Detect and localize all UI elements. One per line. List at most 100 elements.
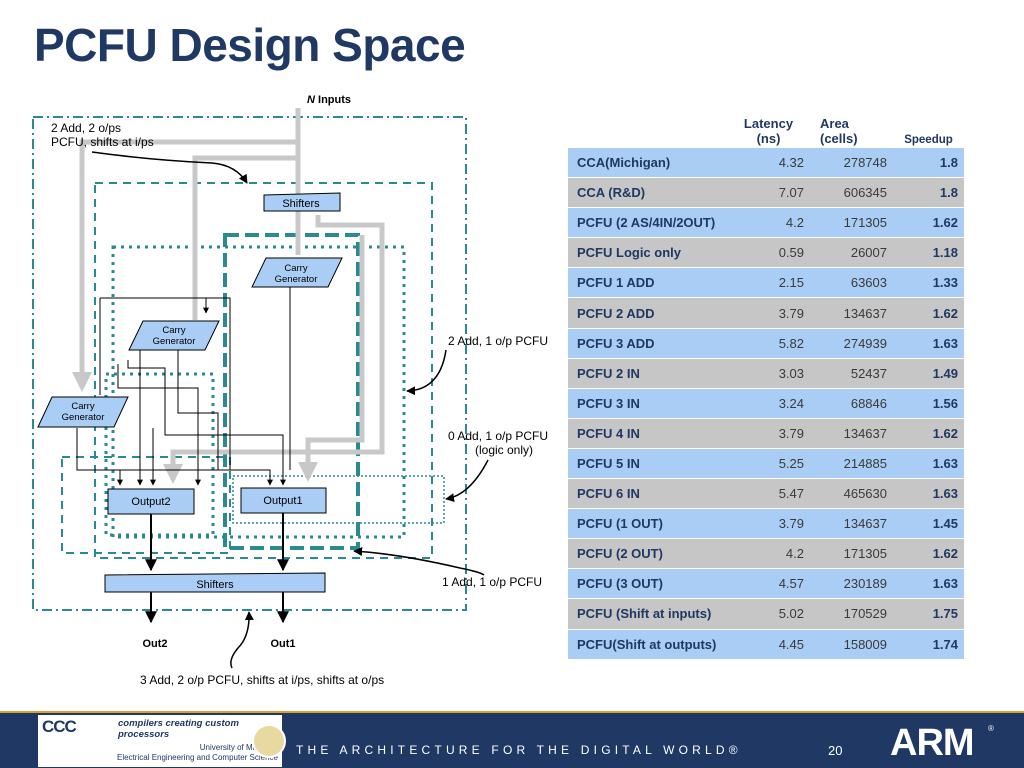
performance-table-wrap: Latency (ns) Area (cells) Speedup CCA(Mi… bbox=[568, 104, 964, 660]
svg-text:Carry: Carry bbox=[162, 325, 185, 336]
inputs-label: Inputs bbox=[315, 94, 351, 106]
cell-speedup: 1.62 bbox=[893, 297, 964, 329]
cell-name: PCFU 3 IN bbox=[568, 388, 727, 419]
carry-generator-1: Carry Generator bbox=[251, 257, 343, 288]
svg-text:N Inputs: N Inputs bbox=[307, 94, 351, 106]
cell-name: PCFU 2 IN bbox=[568, 358, 727, 389]
arm-logo: ARM bbox=[890, 722, 975, 764]
cell-name: PCFU Logic only bbox=[568, 237, 727, 269]
out2-label: Out2 bbox=[142, 638, 167, 650]
input-line-carry1 bbox=[192, 155, 296, 320]
annotation-2add: 2 Add, 1 o/p PCFU bbox=[448, 334, 548, 348]
cell-speedup: 1.45 bbox=[893, 508, 964, 540]
cell-speedup: 1.63 bbox=[893, 568, 964, 600]
cell-latency: 3.03 bbox=[727, 358, 810, 389]
cell-latency: 4.57 bbox=[727, 568, 810, 600]
svg-text:Carry: Carry bbox=[71, 401, 94, 412]
cell-speedup: 1.18 bbox=[893, 237, 964, 269]
cell-latency: 5.47 bbox=[727, 478, 810, 510]
cell-name: PCFU (3 OUT) bbox=[568, 568, 727, 600]
output2-block: Output2 bbox=[107, 488, 195, 515]
input-line-carry3 bbox=[72, 139, 296, 392]
design-space-regions bbox=[32, 116, 467, 611]
cell-area: 26007 bbox=[810, 237, 893, 269]
cell-speedup: 1.63 bbox=[893, 478, 964, 510]
cell-area: 214885 bbox=[810, 448, 893, 480]
cell-latency: 7.07 bbox=[727, 177, 810, 209]
cell-area: 52437 bbox=[810, 358, 893, 389]
wire-11 bbox=[206, 297, 231, 470]
footer-rule bbox=[0, 711, 1024, 714]
cell-latency: 5.82 bbox=[727, 328, 810, 359]
ccc-logo-box: CCC compilers creating custom processors… bbox=[38, 715, 282, 767]
cell-name: PCFU(Shift at outputs) bbox=[568, 629, 727, 660]
header-area: Area (cells) bbox=[810, 104, 893, 148]
callout-0add bbox=[445, 459, 489, 503]
university-seal-icon bbox=[252, 724, 286, 758]
region-2add-1op bbox=[111, 245, 406, 539]
cell-area: 63603 bbox=[810, 267, 893, 299]
cell-area: 278748 bbox=[810, 148, 893, 179]
cell-area: 274939 bbox=[810, 328, 893, 359]
header-area-line1: Area bbox=[820, 116, 849, 131]
cell-speedup: 1.63 bbox=[893, 448, 964, 480]
svg-text:Shifters: Shifters bbox=[196, 579, 234, 591]
wire-5 bbox=[117, 364, 201, 486]
cell-latency: 5.02 bbox=[727, 598, 810, 630]
svg-text:Generator: Generator bbox=[62, 412, 105, 423]
wire-3 bbox=[100, 297, 209, 314]
cell-name: PCFU (2 OUT) bbox=[568, 538, 727, 570]
cell-area: 134637 bbox=[810, 508, 893, 540]
input-line-output1 bbox=[298, 235, 365, 482]
callout-2add bbox=[406, 349, 447, 396]
header-speedup: Speedup bbox=[904, 134, 953, 146]
region-2add-2op bbox=[94, 182, 433, 559]
cell-speedup: 1.8 bbox=[893, 148, 964, 179]
cell-latency: 4.2 bbox=[727, 538, 810, 570]
cell-area: 171305 bbox=[810, 538, 893, 570]
svg-text:Carry: Carry bbox=[284, 263, 307, 274]
svg-text:Shifters: Shifters bbox=[282, 198, 320, 210]
shifters-bottom: Shifters bbox=[104, 572, 326, 593]
cell-speedup: 1.75 bbox=[893, 598, 964, 630]
wire-10 bbox=[127, 360, 286, 486]
cell-area: 68846 bbox=[810, 388, 893, 419]
annotation-1add: 1 Add, 1 o/p PCFU bbox=[442, 575, 542, 589]
cell-speedup: 1.33 bbox=[893, 267, 964, 299]
annotation-top-line2: PCFU, shifts at i/ps bbox=[51, 135, 154, 149]
cell-latency: 4.45 bbox=[727, 629, 810, 660]
cell-speedup: 1.62 bbox=[893, 207, 964, 239]
header-latency-line2: (ns) bbox=[756, 131, 781, 146]
cell-area: 465630 bbox=[810, 478, 893, 510]
cell-area: 170529 bbox=[810, 598, 893, 630]
cell-name: PCFU (1 OUT) bbox=[568, 508, 727, 540]
cell-name: PCFU 4 IN bbox=[568, 418, 727, 449]
cell-area: 158009 bbox=[810, 629, 893, 660]
cell-name: PCFU 5 IN bbox=[568, 448, 727, 480]
university-line1: University of Michigan bbox=[199, 743, 278, 752]
cell-area: 606345 bbox=[810, 177, 893, 209]
cell-speedup: 1.8 bbox=[893, 177, 964, 209]
carry-generator-2: Carry Generator bbox=[128, 320, 220, 351]
input-line-output2 bbox=[163, 215, 385, 484]
svg-text:Generator: Generator bbox=[153, 336, 196, 347]
cell-speedup: 1.63 bbox=[893, 328, 964, 359]
header-area-line2: (cells) bbox=[820, 131, 858, 146]
cell-latency: 4.32 bbox=[727, 148, 810, 179]
cell-name: PCFU 2 ADD bbox=[568, 297, 727, 329]
cell-name: CCA(Michigan) bbox=[568, 148, 727, 179]
university-line2: Electrical Engineering and Computer Scie… bbox=[117, 753, 278, 762]
cell-latency: 3.79 bbox=[727, 418, 810, 449]
university-text: University of Michigan Electrical Engine… bbox=[117, 743, 278, 763]
svg-text:Generator: Generator bbox=[275, 274, 318, 285]
